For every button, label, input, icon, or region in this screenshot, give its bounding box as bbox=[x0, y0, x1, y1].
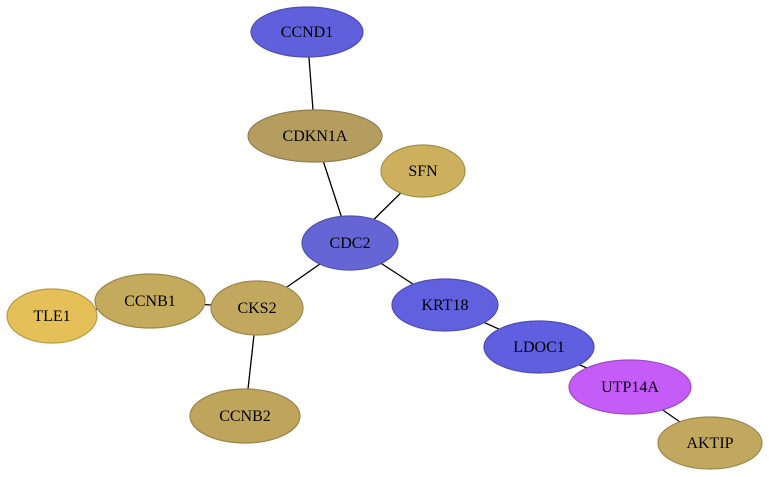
node-sfn[interactable]: SFN bbox=[380, 144, 466, 198]
node-label: CDKN1A bbox=[283, 128, 348, 145]
node-ellipse bbox=[483, 320, 595, 374]
node-ccnb2[interactable]: CCNB2 bbox=[189, 388, 301, 444]
node-cdc2[interactable]: CDC2 bbox=[301, 215, 399, 271]
node-ellipse bbox=[391, 278, 499, 332]
node-ellipse bbox=[301, 215, 399, 271]
node-ccnb1[interactable]: CCNB1 bbox=[94, 273, 206, 329]
node-label: CCNB1 bbox=[124, 293, 176, 310]
node-ellipse bbox=[189, 388, 301, 444]
node-ellipse bbox=[210, 280, 304, 336]
node-ellipse bbox=[380, 144, 466, 198]
node-ellipse bbox=[250, 6, 364, 58]
node-ccnd1[interactable]: CCND1 bbox=[250, 6, 364, 58]
node-label: LDOC1 bbox=[513, 339, 565, 356]
node-ellipse bbox=[6, 288, 98, 344]
node-ellipse bbox=[657, 416, 763, 470]
node-ellipse bbox=[94, 273, 206, 329]
node-ellipse bbox=[247, 109, 383, 163]
node-label: KRT18 bbox=[421, 297, 468, 314]
node-label: TLE1 bbox=[33, 308, 70, 325]
node-krt18[interactable]: KRT18 bbox=[391, 278, 499, 332]
node-label: CCND1 bbox=[281, 24, 333, 41]
node-cks2[interactable]: CKS2 bbox=[210, 280, 304, 336]
node-label: AKTIP bbox=[686, 435, 733, 452]
node-ellipse bbox=[568, 359, 692, 415]
node-ldoc1[interactable]: LDOC1 bbox=[483, 320, 595, 374]
node-label: CCNB2 bbox=[219, 408, 271, 425]
node-cdkn1a[interactable]: CDKN1A bbox=[247, 109, 383, 163]
node-label: CKS2 bbox=[237, 300, 276, 317]
node-tle1[interactable]: TLE1 bbox=[6, 288, 98, 344]
node-utp14a[interactable]: UTP14A bbox=[568, 359, 692, 415]
node-label: CDC2 bbox=[330, 235, 371, 252]
node-label: UTP14A bbox=[601, 379, 659, 396]
node-label: SFN bbox=[408, 163, 438, 180]
node-aktip[interactable]: AKTIP bbox=[657, 416, 763, 470]
